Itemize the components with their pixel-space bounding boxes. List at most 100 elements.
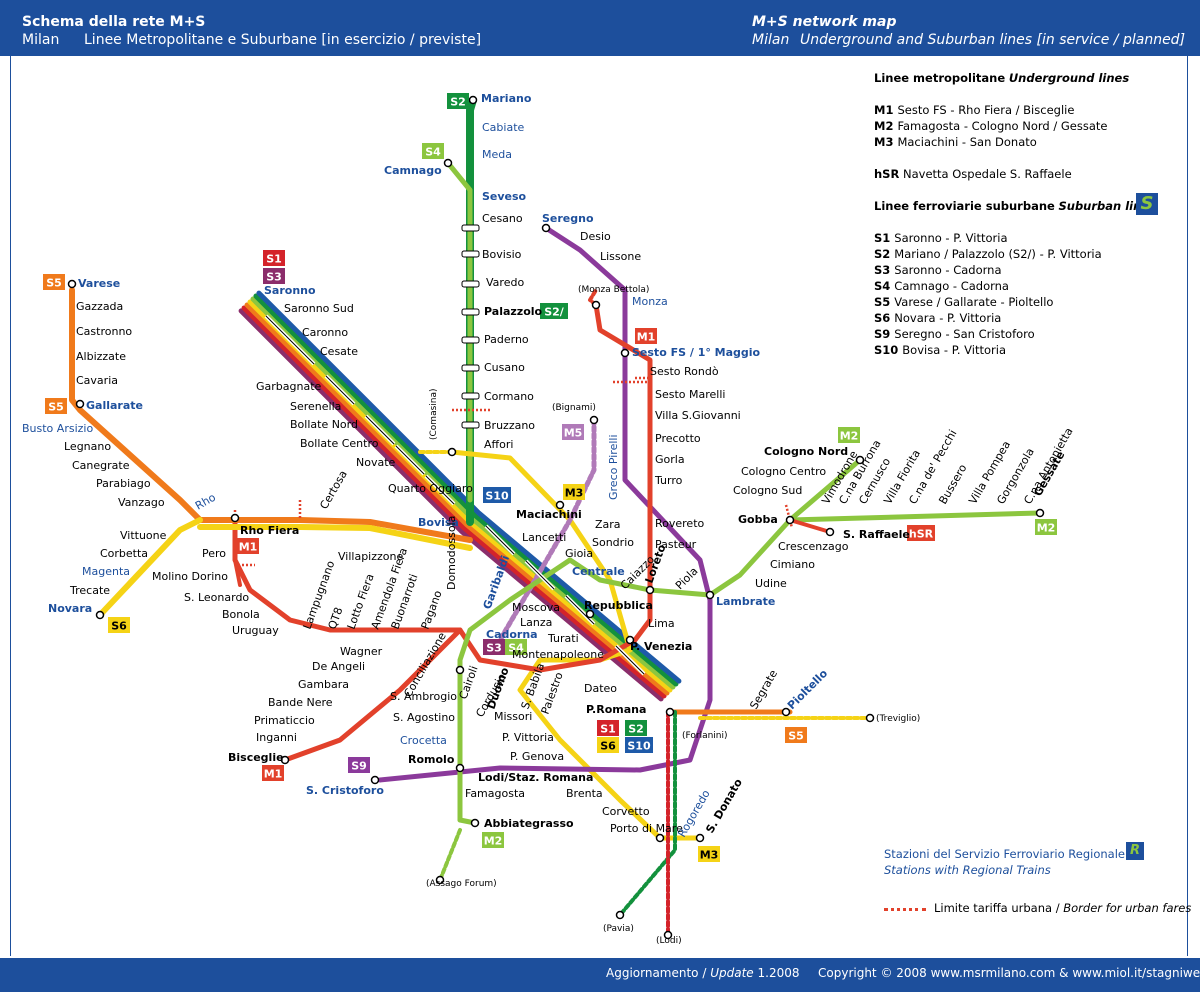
pavia-line [618, 710, 677, 917]
station-label: Bisceglie [228, 751, 284, 764]
badge-s9: S9 [348, 757, 370, 773]
badge-bg [562, 424, 584, 440]
station-dot [645, 585, 655, 595]
station-dot [75, 399, 85, 409]
trunk-band [253, 293, 679, 687]
legend-hsr-route: Navetta Ospedale S. Raffaele [902, 167, 1072, 181]
hsr-line [788, 518, 832, 534]
station-tick-outline [485, 525, 515, 555]
legend-line-code: S5 [874, 295, 895, 309]
station-label: Albizzate [76, 350, 126, 363]
station-dot [455, 665, 465, 675]
trunk-band [244, 302, 670, 696]
legend-line-route: Bovisa - P. Vittoria [902, 343, 1007, 357]
s6-band [197, 524, 473, 551]
station-label: P. Vittoria [502, 731, 554, 744]
station-label: Romolo [408, 753, 455, 766]
legend-line-route: Mariano / Palazzolo (S2/) - P. Vittoria [894, 247, 1102, 261]
station-tick-outline [425, 475, 455, 505]
m1-bisceglie [282, 627, 463, 763]
legend-line-code: M1 [874, 103, 898, 117]
station-label: Missori [494, 710, 532, 723]
station-tick [461, 250, 480, 258]
badge-s3: S3 [483, 639, 505, 655]
station-label: Lancetti [522, 531, 566, 544]
legend-line-route: Saronno - P. Vittoria [894, 231, 1008, 245]
station-label: Canegrate [72, 459, 130, 472]
station-dot [470, 818, 480, 828]
legend-suburban-title: Linee ferroviarie suburbane Suburban lin… [874, 198, 1156, 214]
station-label: (Comasina) [429, 388, 439, 440]
station-dot [655, 833, 665, 843]
station-label: Saronno Sud [284, 302, 354, 315]
legend-hsr-code: hSR [874, 167, 900, 181]
station-label: Cesate [320, 345, 358, 358]
header-city-en: Milan [752, 32, 790, 48]
station-dot [435, 875, 445, 885]
station-label: Trecate [69, 584, 110, 597]
badge-label: S2 [450, 96, 466, 109]
legend-metro-title: Linee metropolitane Underground lines [874, 70, 1129, 86]
station-dot [443, 158, 453, 168]
badge-s4: S4 [505, 639, 527, 655]
station-label: Garbagnate [256, 380, 322, 393]
badge-label: M5 [564, 427, 583, 440]
station-label: Molino Dorino [152, 570, 228, 583]
station-label: Gallarate [86, 399, 143, 412]
station-label: Camnago [384, 164, 442, 177]
badge-label: M1 [264, 768, 283, 781]
trunk-band [256, 290, 682, 684]
station-label: Repubblica [584, 599, 653, 612]
station-label: Sesto Rondò [650, 365, 719, 378]
legend-line-code: M3 [874, 135, 898, 149]
station-label: (Pavia) [603, 924, 634, 934]
station-label: Wagner [340, 645, 383, 658]
station-label: P.Romana [586, 703, 646, 716]
station-label: Monza [632, 295, 668, 308]
footer-bar: Aggiornamento / Update 1.2008 Copyright … [0, 958, 1200, 992]
station-label: Mariano [481, 92, 532, 105]
station-dot [625, 635, 635, 645]
station-label: Corvetto [602, 805, 650, 818]
station-label: Porto di Mare [610, 822, 683, 835]
station-label: Cadorna [486, 628, 538, 641]
station-label: Cologno Nord [764, 445, 848, 458]
badge-label: M2 [484, 835, 503, 848]
badge-bg [698, 846, 720, 862]
station-label: Cabiate [482, 121, 525, 134]
map-frame [10, 56, 1188, 956]
station-label: Cormano [484, 390, 534, 403]
station-label: Desio [580, 230, 611, 243]
badge-bg [447, 93, 469, 109]
station-label: Gambara [298, 678, 349, 691]
station-dot [1035, 508, 1045, 518]
station-label: Magenta [82, 565, 130, 578]
station-label: (Forlanini) [682, 731, 728, 741]
station-label: Caronno [302, 326, 348, 339]
station-label: Zara [595, 518, 621, 531]
station-label: Dateo [584, 682, 617, 695]
footer-update-en: Update [710, 966, 754, 980]
legend-hsr: hSR Navetta Ospedale S. Raffaele [874, 166, 1072, 182]
footer-update-value: 1.2008 [757, 966, 800, 980]
station-label: Villa S.Giovanni [655, 409, 741, 422]
station-label: Brenta [566, 787, 603, 800]
badge-label: S6 [600, 740, 616, 753]
badge-s6: S6 [108, 617, 130, 633]
station-label: Varedo [486, 276, 524, 289]
station-label: S. Leonardo [184, 591, 249, 604]
legend-border: Limite tariffa urbana / Border for urban… [934, 900, 1191, 916]
legend-line-route: Seregno - San Cristoforo [894, 327, 1035, 341]
station-label: Seveso [482, 190, 527, 203]
station-label: Varese [78, 277, 120, 290]
badge-bg [237, 538, 259, 554]
station-tick-outline [565, 595, 595, 625]
badge-label: M3 [700, 849, 719, 862]
station-tick [461, 280, 480, 288]
station-label: Cimiano [770, 558, 815, 571]
legend-line-code: S2 [874, 247, 895, 261]
badge-label: M3 [565, 487, 584, 500]
badge-m2: M2 [482, 832, 504, 848]
station-dot [280, 755, 290, 765]
